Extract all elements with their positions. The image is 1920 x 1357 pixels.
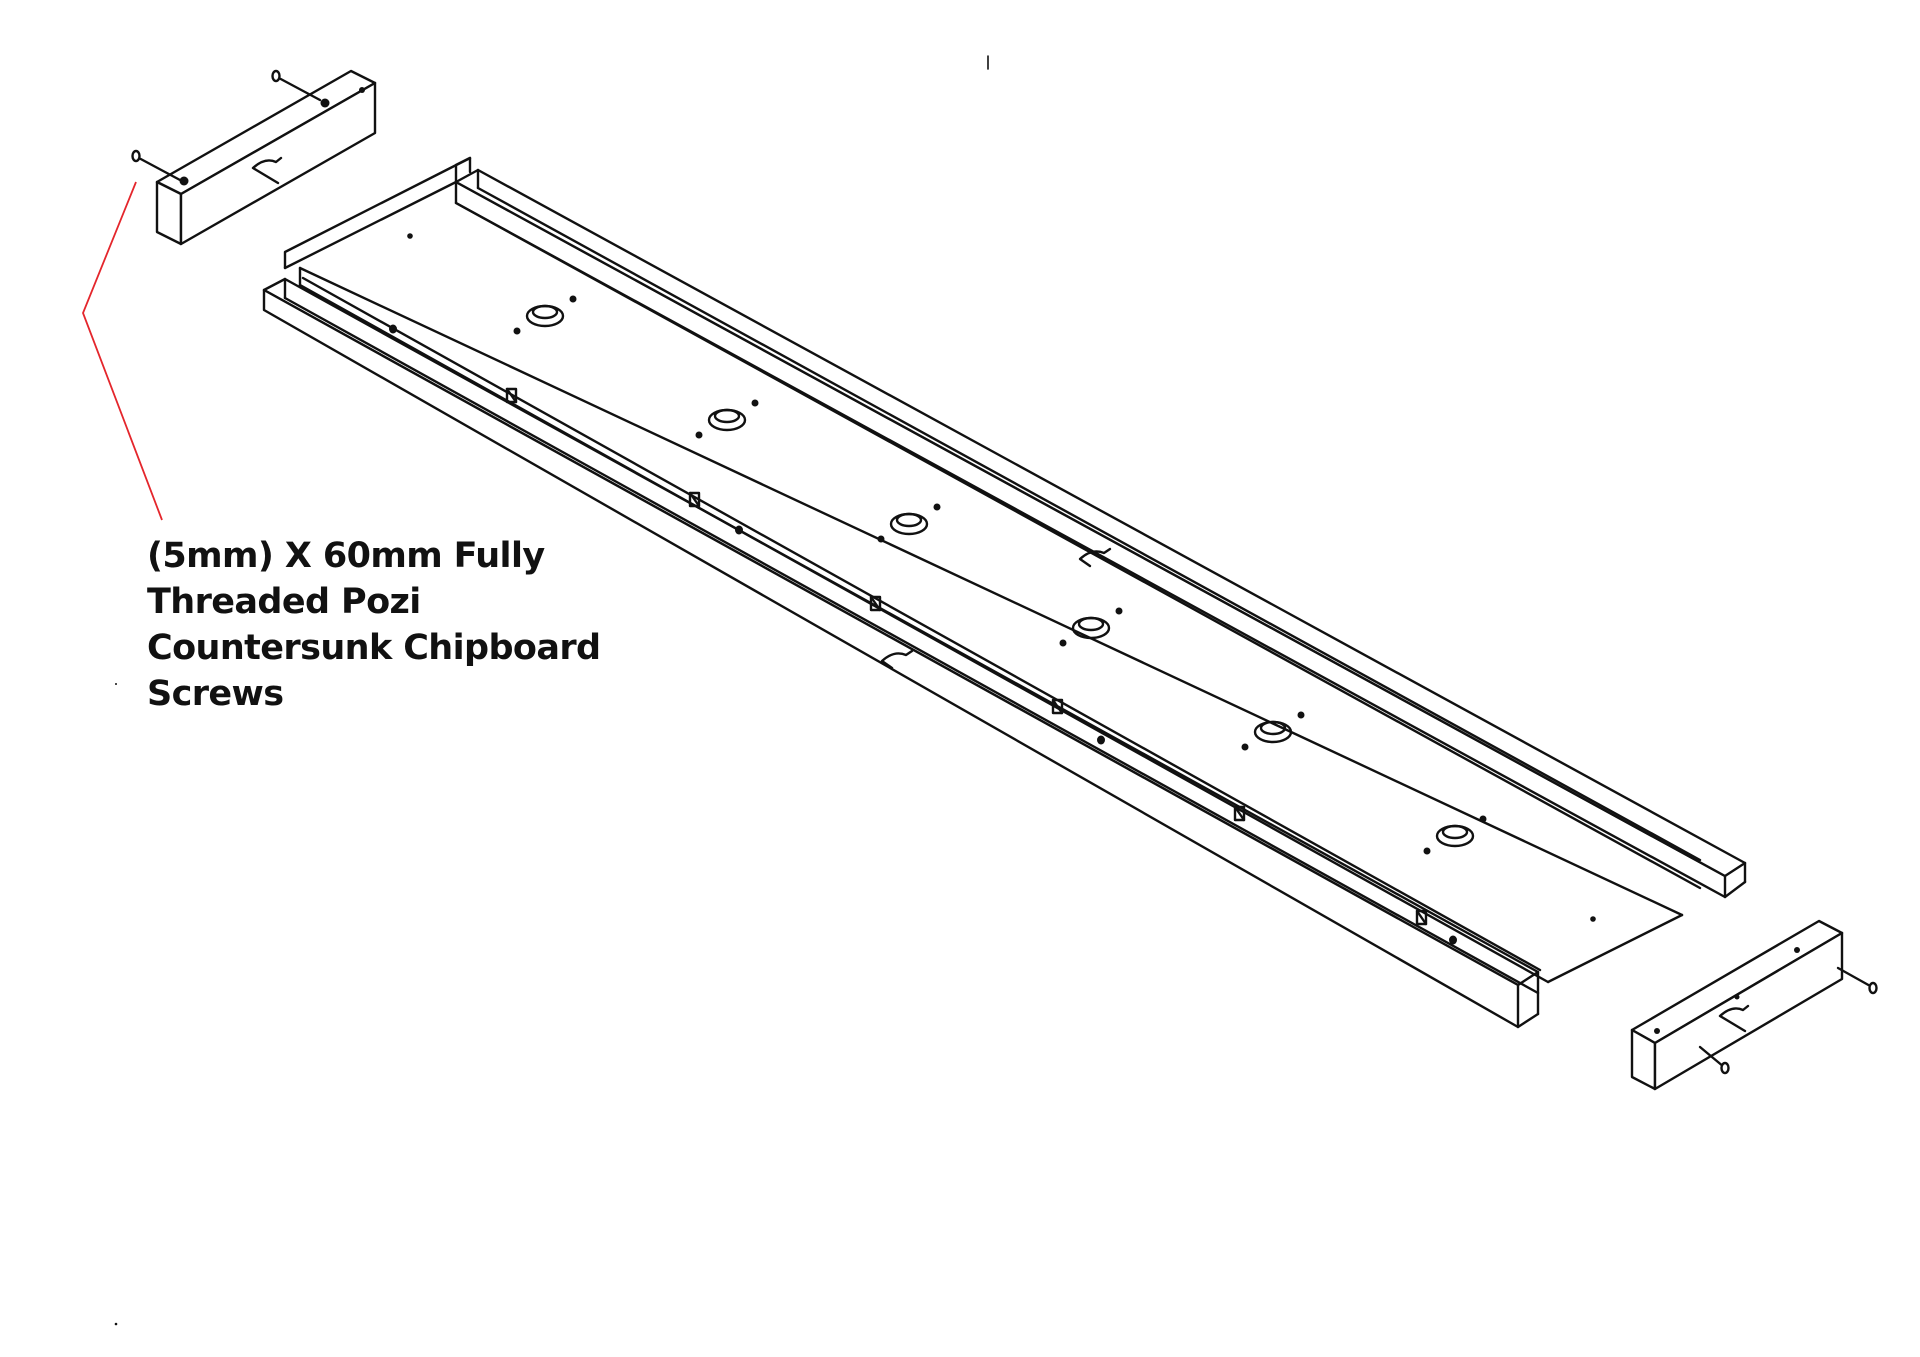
countersunk-hole [695,399,759,439]
callout-line-4: Screws [147,674,284,714]
countersunk-hole [1423,815,1487,855]
front-channel [262,266,1550,1029]
corner-hole [1590,916,1596,922]
speck [115,683,117,685]
speck [114,1322,118,1326]
countersunk-hole [513,295,577,335]
callout-line-2: Threaded Pozi [147,582,421,622]
back-channel [283,156,1747,899]
channel-joint-notches [880,547,1112,670]
panel-surface [298,266,1684,984]
callout-leader-line [82,181,163,521]
callout-line-1: (5mm) X 60mm Fully [147,536,545,576]
end-block-right [1630,919,1878,1091]
end-block-left [131,69,377,246]
countersunk-hole [877,503,941,543]
countersunk-hole [1059,607,1123,647]
callout-line-3: Countersunk Chipboard [147,628,601,668]
screw-callout-label: (5mm) X 60mm Fully Threaded Pozi Counter… [147,533,667,717]
countersunk-holes [513,295,1487,855]
screw [271,69,322,102]
screw [131,149,182,182]
corner-hole [407,233,413,239]
screw [1836,966,1878,995]
edge-clips [505,387,1428,926]
countersunk-hole [1241,711,1305,751]
main-tray-panel [262,156,1747,1029]
screw [1698,1045,1730,1075]
front-channel-holes [389,324,1457,945]
